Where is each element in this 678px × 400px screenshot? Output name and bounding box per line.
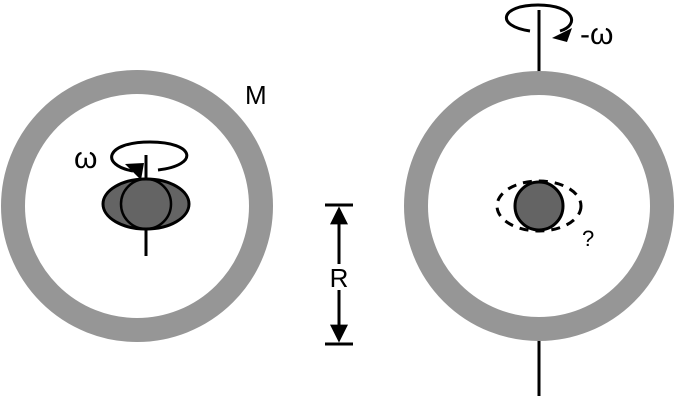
left-oblate-ball: [101, 177, 191, 231]
left-system: ω M: [1, 70, 273, 342]
left-rotation-arrowhead-icon: [125, 163, 144, 180]
mass-label: M: [245, 80, 267, 110]
left-ball-outline: [119, 177, 173, 231]
radius-marker: R: [325, 203, 353, 346]
radius-label: R: [330, 263, 349, 293]
question-label: ?: [582, 226, 594, 251]
right-ball: [513, 180, 565, 232]
left-shell: [1, 70, 273, 342]
right-rotation-arrow-icon: [505, 3, 573, 33]
left-rotation-arrow-icon: [110, 140, 189, 173]
right-rotation-arrowhead-icon: [552, 28, 572, 42]
right-shell: [404, 71, 674, 341]
neg-omega-label: -ω: [580, 18, 613, 51]
right-dashed-deformation: [495, 179, 583, 233]
right-system: -ω ?: [404, 3, 674, 396]
omega-label: ω: [74, 142, 97, 175]
